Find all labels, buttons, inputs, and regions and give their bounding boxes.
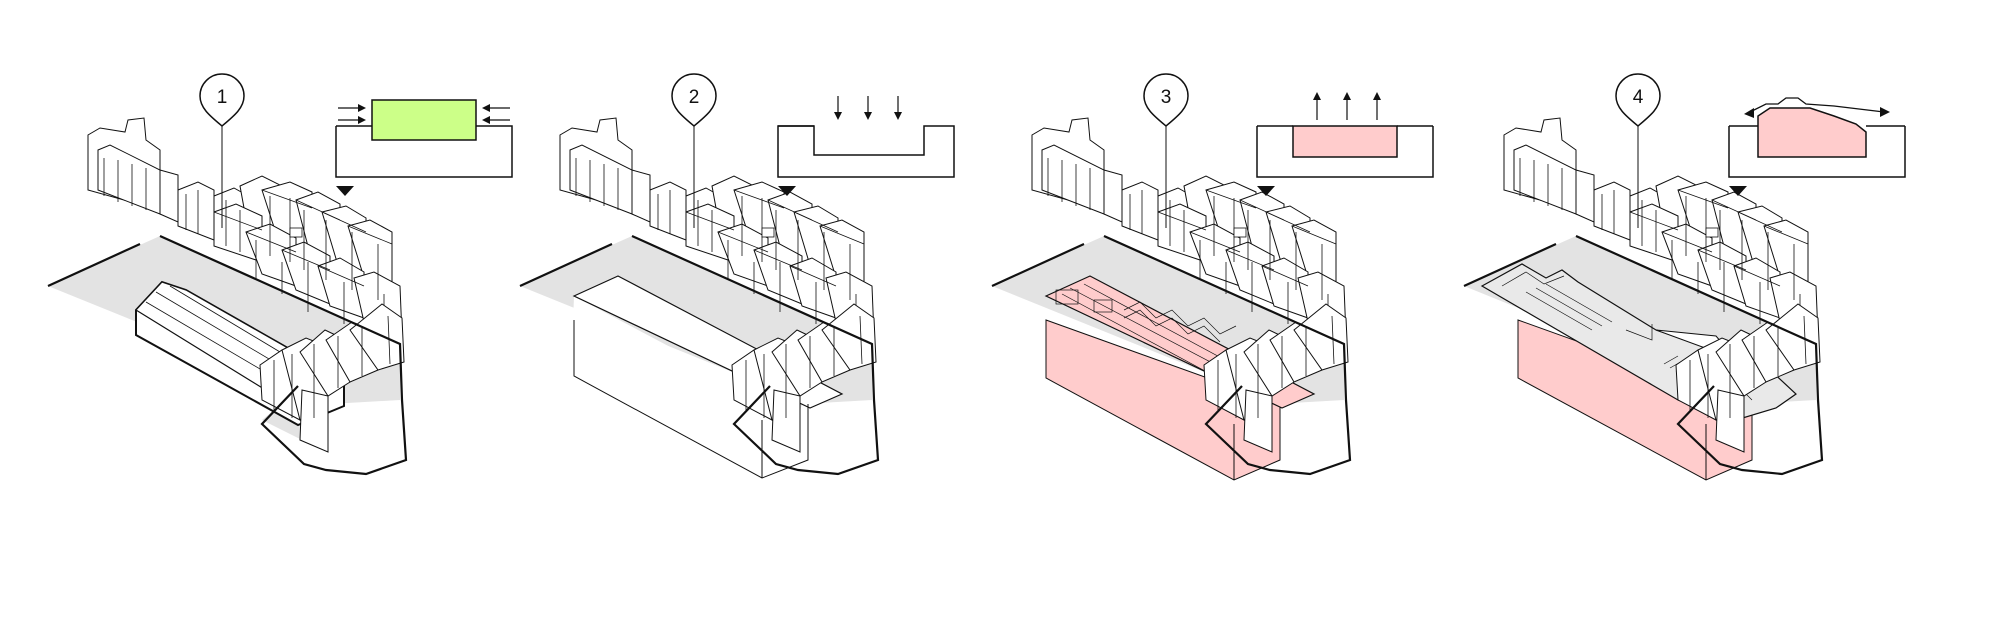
section-pictogram [1256,92,1434,196]
site-outline [1463,234,1824,476]
site-outline [519,234,880,476]
step-1-panel: 1 [47,73,513,476]
step-pin: 4 [1615,73,1661,228]
step-pin: 3 [1143,73,1189,228]
step-number: 2 [689,87,700,108]
step-pin: 2 [671,73,717,228]
step-number: 4 [1633,87,1644,108]
site-outline [47,234,408,476]
section-pictogram [1728,97,1906,196]
level-marker-icon [778,186,796,196]
section-pictogram [335,99,513,196]
step-number: 1 [217,87,228,108]
volume-fill [371,99,477,141]
volume-fill [1757,107,1867,158]
volume-fill [1292,125,1398,158]
step-number: 3 [1161,87,1172,108]
step-2-panel: 2 [519,73,955,480]
level-marker-icon [1257,186,1275,196]
site-outline [991,234,1352,476]
section-pictogram [777,96,955,196]
step-3-panel: 3 [991,73,1434,481]
level-marker-icon [336,186,354,196]
level-marker-icon [1729,186,1747,196]
step-pin: 1 [199,73,245,228]
step-4-panel: 4 [1463,73,1906,481]
